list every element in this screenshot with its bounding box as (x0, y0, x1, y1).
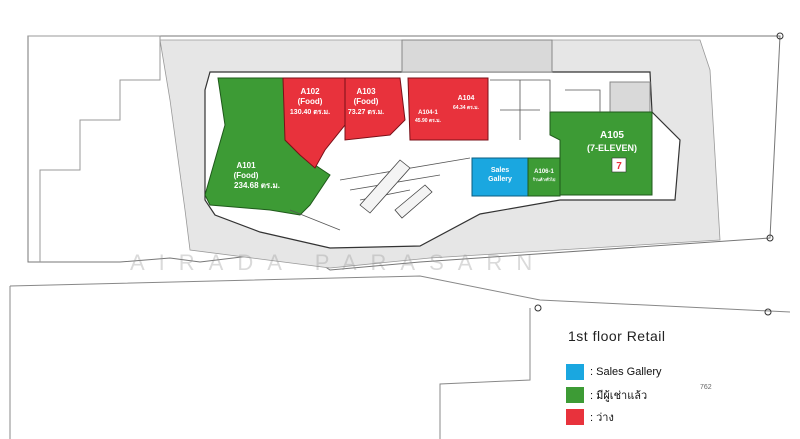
hatched-block (401, 39, 553, 73)
watermark: AIRADA PARASARN (130, 250, 547, 275)
neighbor-stairs (28, 35, 161, 262)
legend-item-vacant: : ว่าง (566, 408, 614, 426)
legend-label: : Sales Gallery (590, 366, 662, 378)
svg-text:7: 7 (616, 161, 622, 172)
legend-item-sales: : Sales Gallery (566, 364, 662, 380)
a106-1-id: A106-1 (534, 169, 554, 175)
a101-id: A101 (236, 161, 256, 170)
a103-id: A103 (356, 87, 376, 96)
legend-title: 1st floor Retail (568, 328, 666, 344)
a101-use: (Food) (234, 171, 259, 180)
scale-note: 762 (700, 384, 712, 391)
a104-1-area: 45.90 ตร.ม. (415, 118, 442, 124)
sales-line2: Gallery (488, 176, 512, 183)
legend-swatch (566, 364, 584, 380)
a101-area: 234.68 ตร.ม. (234, 181, 280, 190)
hatched-block (609, 81, 651, 113)
a105-id: A105 (600, 130, 624, 141)
sales-line1: Sales (491, 167, 509, 174)
escalator (359, 159, 433, 219)
a104-1-id: A104-1 (418, 110, 438, 116)
legend-item-occupied: : มีผู้เช่าแล้ว (566, 386, 647, 404)
a102-use: (Food) (298, 97, 323, 106)
legend-label: : มีผู้เช่าแล้ว (590, 390, 648, 402)
seven-eleven-logo: 7 (611, 157, 627, 173)
legend-label: : ว่าง (590, 412, 614, 424)
a106-1-area: ร้านค้า/ทั่วไป (533, 176, 556, 182)
legend-swatch (566, 387, 584, 403)
a104-id: A104 (458, 95, 475, 102)
unit-a106-1[interactable] (527, 157, 561, 197)
unit-a104[interactable] (407, 77, 489, 141)
a105-tenant: (7-ELEVEN) (587, 143, 637, 153)
a103-area: 73.27 ตร.ม. (348, 109, 384, 116)
a102-id: A102 (300, 87, 320, 96)
a102-area: 130.40 ตร.ม. (290, 109, 330, 116)
a104-area: 64.34 ตร.ม. (453, 105, 480, 111)
road-outline (9, 275, 791, 439)
unit-sales-gallery[interactable] (471, 157, 529, 197)
legend-swatch (566, 409, 584, 425)
unit-a105[interactable] (549, 111, 653, 196)
unit-a103[interactable] (344, 77, 406, 141)
a103-use: (Food) (354, 97, 379, 106)
